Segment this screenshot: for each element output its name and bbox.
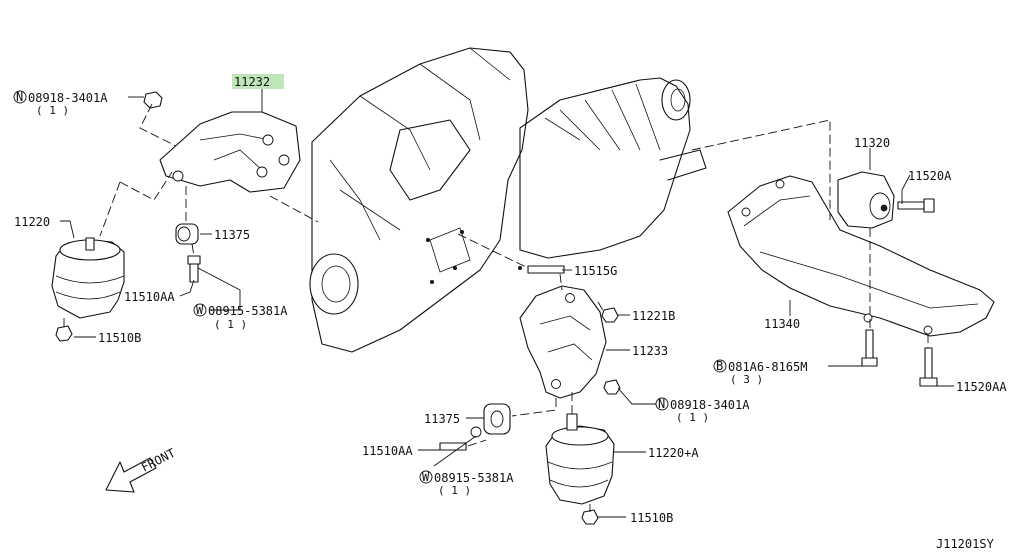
qty-label: ( 1 ) — [214, 318, 247, 331]
qty-label: ( 3 ) — [730, 373, 763, 386]
rear-mount-11320[interactable] — [837, 171, 895, 229]
stud-11515g[interactable] — [527, 265, 565, 274]
part-label-11320[interactable]: 11320 — [854, 136, 890, 150]
front-direction-arrow: FRONT — [105, 446, 178, 493]
nut-11510b-left[interactable] — [55, 325, 73, 342]
insulator-11375-right[interactable] — [483, 403, 511, 435]
nut-11221b[interactable] — [601, 307, 619, 323]
part-label-11520a[interactable]: 11520A — [908, 169, 952, 183]
qty-label: ( 1 ) — [36, 104, 69, 117]
part-label-11510b-right[interactable]: 11510B — [630, 511, 673, 525]
nut-08918-upper-left[interactable] — [143, 91, 163, 109]
prefix-icon-B: B — [716, 359, 723, 373]
part-label-11510b-left[interactable]: 11510B — [98, 331, 141, 345]
callouts: 11232 N 08918-3401A ( 1 ) 11220 11375 11… — [13, 75, 1007, 551]
bolt-11520aa[interactable] — [919, 347, 938, 387]
crossmember-11340[interactable] — [727, 175, 995, 337]
part-label-11232[interactable]: 11232 — [234, 75, 270, 89]
bracket-11233[interactable] — [519, 285, 607, 399]
engine-transmission-assembly — [309, 47, 707, 353]
part-label-11221b[interactable]: 11221B — [632, 309, 675, 323]
prefix-icon-W: W — [422, 470, 430, 484]
leader-lines — [60, 88, 954, 518]
part-label-11510aa-left[interactable]: 11510AA — [124, 290, 175, 304]
bracket-11232[interactable] — [159, 111, 301, 193]
part-label-11510aa-right[interactable]: 11510AA — [362, 444, 413, 458]
bolt-11520a[interactable] — [897, 198, 935, 213]
assembly-lines — [63, 103, 929, 512]
insulator-11375-left[interactable] — [175, 223, 199, 245]
part-label-11515g[interactable]: 11515G — [574, 264, 617, 278]
part-label-11220[interactable]: 11220 — [14, 215, 50, 229]
engine-mount-11220[interactable] — [51, 237, 125, 319]
front-label: FRONT — [139, 446, 178, 475]
part-label-11233[interactable]: 11233 — [632, 344, 668, 358]
bolt-081a6[interactable] — [861, 329, 878, 367]
prefix-icon-N: N — [658, 397, 665, 411]
qty-label: ( 1 ) — [438, 484, 471, 497]
part-label-08918-3401a-right[interactable]: 08918-3401A — [670, 398, 750, 412]
part-label-11375-right[interactable]: 11375 — [424, 412, 460, 426]
part-label-11520aa[interactable]: 11520AA — [956, 380, 1007, 394]
part-label-11375-left[interactable]: 11375 — [214, 228, 250, 242]
part-label-11220a[interactable]: 11220+A — [648, 446, 699, 460]
bolt-11510aa-left[interactable] — [187, 255, 201, 283]
prefix-icon-W: W — [196, 303, 204, 317]
part-label-08918-3401a-left[interactable]: 08918-3401A — [28, 91, 108, 105]
nut-11510b-right[interactable] — [581, 509, 599, 525]
nut-08918-right[interactable] — [603, 379, 621, 395]
part-label-11340[interactable]: 11340 — [764, 317, 800, 331]
highlight-11232 — [232, 74, 284, 89]
part-label-08915-5381a-left[interactable]: 08915-5381A — [208, 304, 288, 318]
prefix-icon-N: N — [16, 90, 23, 104]
part-label-08915-5381a-right[interactable]: 08915-5381A — [434, 471, 514, 485]
diagram-id-label: J11201SY — [936, 537, 995, 551]
part-label-081a6-8165m[interactable]: 081A6-8165M — [728, 360, 807, 374]
engine-mount-11220a[interactable] — [545, 413, 615, 505]
bolt-11510aa-right[interactable] — [439, 426, 482, 451]
qty-label: ( 1 ) — [676, 411, 709, 424]
